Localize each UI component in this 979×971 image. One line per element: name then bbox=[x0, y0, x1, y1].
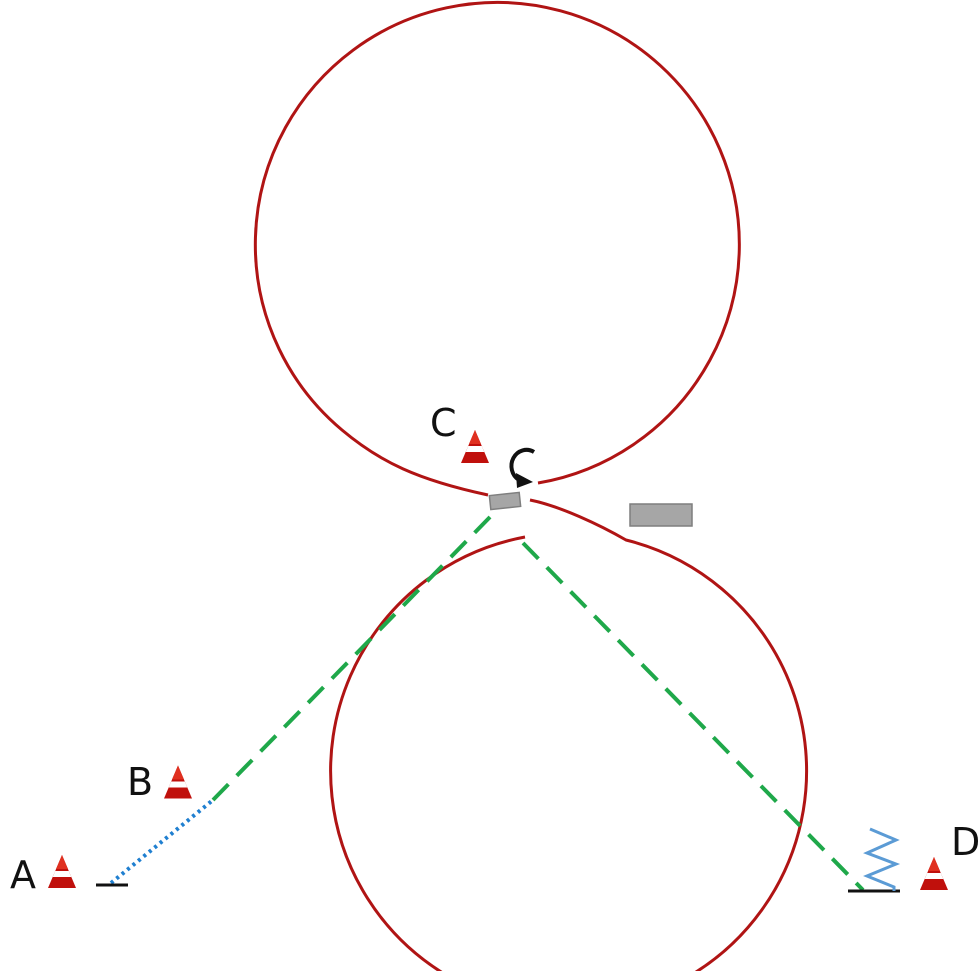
launch-path bbox=[109, 798, 215, 885]
track-upper-loop bbox=[253, 0, 741, 497]
cone-d-icon bbox=[920, 857, 948, 890]
track-lower-loop bbox=[329, 498, 809, 971]
trajectory-left bbox=[211, 513, 494, 802]
rotation-arrow-icon bbox=[509, 447, 536, 488]
cone-a-icon bbox=[48, 855, 76, 888]
label-b: B bbox=[127, 760, 153, 804]
cone-b-icon bbox=[164, 765, 192, 799]
label-d: D bbox=[951, 820, 979, 864]
spring-icon bbox=[863, 827, 901, 891]
side-block bbox=[629, 503, 693, 527]
label-a: A bbox=[10, 853, 36, 897]
trajectory-right bbox=[521, 541, 865, 892]
junction-block bbox=[488, 491, 522, 511]
label-c: C bbox=[430, 401, 457, 445]
cone-c-icon bbox=[461, 430, 489, 463]
